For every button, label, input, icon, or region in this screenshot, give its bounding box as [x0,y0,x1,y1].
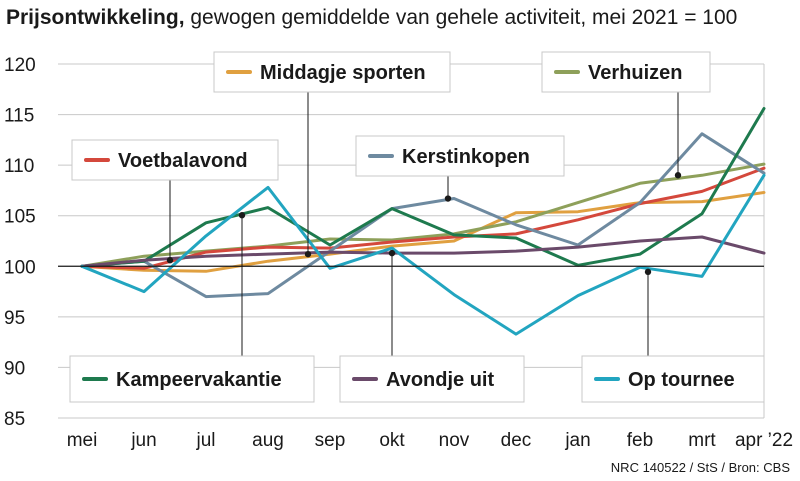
y-tick-label-90: 90 [4,358,25,379]
series-line-4 [80,107,766,268]
legend-anchor-dot-0 [304,250,312,258]
x-tick-label-0: mei [67,430,98,451]
legend-anchor-dot-5 [388,249,396,257]
x-tick-label-7: dec [501,430,532,451]
legend-label-5: Avondje uit [386,369,494,391]
legend-label-3: Kerstinkopen [402,146,530,168]
chart-title-rest: gewogen gemiddelde van gehele activiteit… [184,6,738,29]
legend-anchor-dot-2 [166,257,174,264]
source-note: NRC 140522 / StS / Bron: CBS [610,460,790,475]
chart-title-bold: Prijsontwikkeling, [6,6,185,29]
legend-anchor-dot-4 [238,212,246,219]
x-tick-label-2: jul [195,430,215,451]
legend-box-4 [69,355,315,403]
y-tick-label-110: 110 [4,156,34,177]
series-line-2 [80,166,766,270]
y-tick-label-95: 95 [4,308,25,329]
legend-label-6: Op tournee [628,369,735,391]
legend-label-4: Kampeervakantie [116,369,282,391]
series-line-6 [80,173,766,336]
chart-title: Prijsontwikkeling, gewogen gemiddelde va… [6,6,737,30]
y-tick-label-120: 120 [4,55,36,76]
legend-anchor-dot-6 [644,268,652,276]
x-tick-label-5: okt [379,430,405,451]
legend-box-0 [213,51,451,93]
y-tick-label-105: 105 [4,207,36,228]
x-tick-label-9: feb [627,430,653,451]
legend-label-2: Voetbalavond [118,150,248,172]
legend-anchor-dot-3 [444,195,452,202]
legend-anchor-dot-1 [674,172,682,179]
y-tick-label-115: 115 [4,106,34,127]
x-tick-label-11: apr ’22 [735,430,793,451]
x-tick-label-8: jan [564,430,590,451]
series-line-5 [80,235,766,268]
series-line-1 [80,162,766,268]
y-tick-label-100: 100 [4,257,36,278]
x-tick-label-10: mrt [688,430,716,451]
series-line-3 [80,132,766,299]
x-tick-label-6: nov [439,430,470,451]
legend-label-0: Middagje sporten [260,62,426,84]
y-tick-label-85: 85 [4,409,25,430]
x-tick-label-3: aug [252,430,284,451]
x-tick-label-1: jun [130,430,156,451]
legend-label-1: Verhuizen [588,62,682,84]
x-tick-label-4: sep [315,430,346,451]
